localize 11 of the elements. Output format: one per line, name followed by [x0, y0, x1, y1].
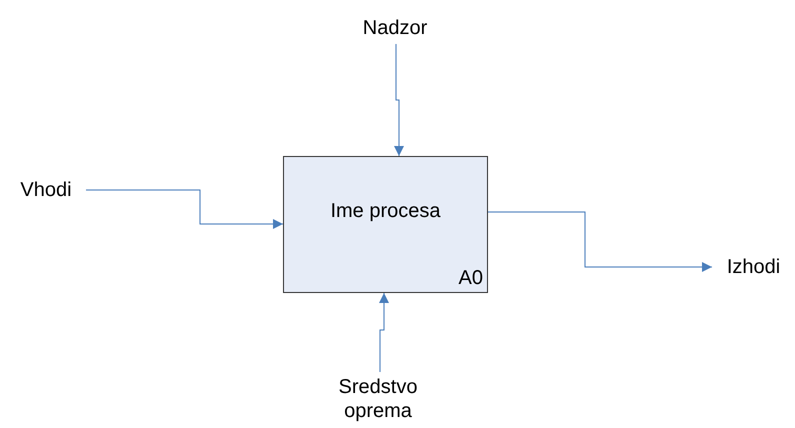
arrow [488, 212, 712, 272]
process-name: Ime procesa [329, 199, 442, 223]
flow-label: Sredstvo oprema [318, 372, 438, 426]
arrow [86, 190, 284, 229]
arrow [379, 292, 389, 372]
flow-label: Vhodi [6, 174, 86, 206]
flow-label: Izhodi [712, 251, 795, 283]
flow-label: Nadzor [345, 12, 445, 44]
node-id: A0 [458, 266, 483, 290]
arrow [394, 44, 404, 156]
process-box [283, 156, 488, 293]
